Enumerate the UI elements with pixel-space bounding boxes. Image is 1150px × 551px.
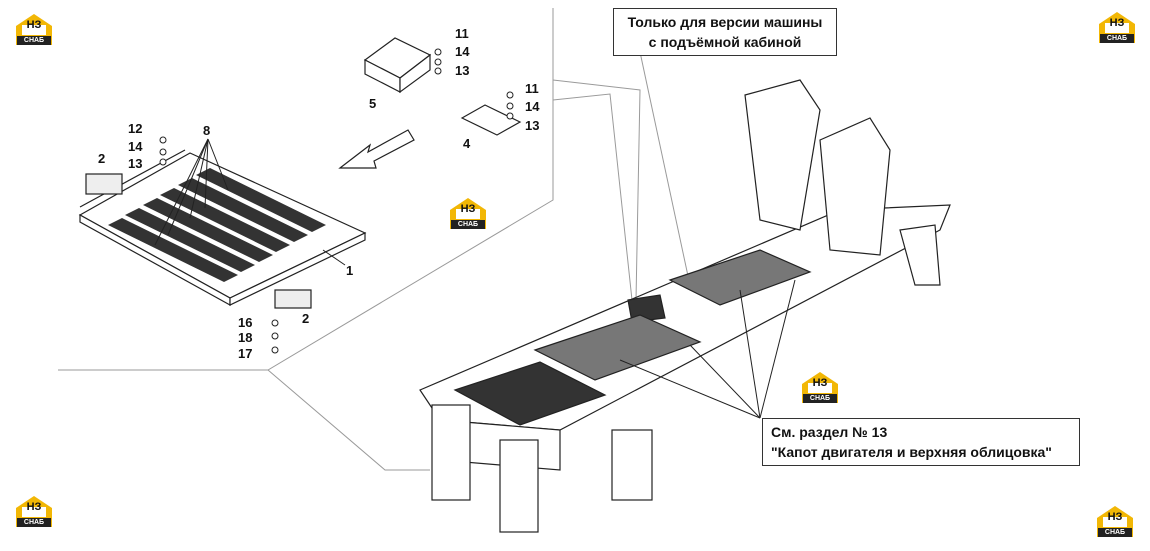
panel-assembly (78, 149, 367, 309)
label-13: 13 (128, 156, 142, 171)
callout-line: с подъёмной кабиной (648, 34, 802, 50)
logo-letters: НЗ (1109, 17, 1125, 29)
logo-letters: НЗ (26, 501, 42, 513)
watermark-logo: НЗ СНАБ (14, 494, 54, 528)
label-8: 8 (203, 123, 210, 138)
fasteners (159, 48, 514, 354)
callout-line: См. раздел № 13 (771, 424, 888, 440)
direction-arrow (338, 129, 415, 169)
part-5-box (363, 37, 432, 94)
part-4-plate (460, 104, 522, 136)
label-17: 17 (238, 346, 252, 361)
callout-line: Только для версии машины (627, 14, 823, 30)
label-1: 1 (346, 263, 353, 278)
label-5: 5 (369, 96, 376, 111)
label-14: 14 (525, 99, 540, 114)
boundary-line (58, 8, 554, 371)
watermark-logo: НЗ СНАБ (1095, 504, 1135, 538)
label-2: 2 (302, 311, 309, 326)
logo-word: СНАБ (17, 518, 51, 527)
label-18: 18 (238, 330, 252, 345)
logo-word: СНАБ (17, 36, 51, 45)
callout-line: "Капот двигателя и верхняя облицовка" (771, 444, 1052, 460)
label-11: 11 (455, 26, 469, 41)
label-2: 2 (98, 151, 105, 166)
watermark-logo: НЗ СНАБ (1097, 10, 1137, 44)
callout-cab-version: Только для версии машины с подъёмной каб… (613, 8, 837, 56)
logo-letters: НЗ (812, 377, 828, 389)
logo-letters: НЗ (1107, 511, 1123, 523)
boundary-line (552, 93, 633, 301)
logo-letters: НЗ (26, 19, 42, 31)
label-14: 14 (128, 139, 143, 154)
watermark-logo: НЗ СНАБ (14, 12, 54, 46)
logo-letters: НЗ (460, 203, 476, 215)
label-4: 4 (463, 136, 471, 151)
watermark-logo: НЗ СНАБ (800, 370, 840, 404)
callout-see-section: См. раздел № 13 "Капот двигателя и верхн… (762, 418, 1080, 466)
label-12: 12 (128, 121, 142, 136)
label-13: 13 (455, 63, 469, 78)
grating-panels (453, 249, 812, 426)
logo-word: СНАБ (803, 394, 837, 403)
boundary-line (267, 369, 430, 471)
label-14: 14 (455, 44, 470, 59)
watermark-logo: НЗ СНАБ (448, 196, 488, 230)
label-13: 13 (525, 118, 539, 133)
label-11: 11 (525, 81, 539, 96)
logo-word: СНАБ (1100, 34, 1134, 43)
logo-word: СНАБ (451, 220, 485, 229)
label-16: 16 (238, 315, 252, 330)
logo-word: СНАБ (1098, 528, 1132, 537)
boundary-line (552, 79, 641, 301)
